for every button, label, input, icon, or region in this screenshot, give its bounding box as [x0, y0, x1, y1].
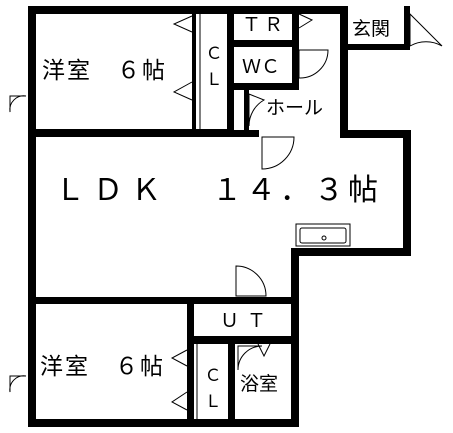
room-label-bedroom-bottom: 洋室 ６帖 [40, 354, 165, 380]
kitchen-faucet [321, 235, 327, 241]
room-label-ldk-name: ＬＤＫ [55, 173, 169, 208]
door-ldk-top [261, 136, 295, 170]
closet-bottom-door-mark-lower [171, 391, 188, 411]
room-label-bedroom-top: 洋室 ６帖 [42, 58, 167, 84]
room-label-wc: ＷＣ [242, 56, 281, 78]
outer-wall-right-ldk [403, 130, 411, 256]
wall-bedroom-bottom-right [187, 297, 194, 427]
closet-top-door-mark-lower [172, 81, 193, 101]
wall-ldk-top-middle [227, 130, 259, 137]
door-bath [237, 345, 263, 371]
kitchen-counter [295, 223, 351, 247]
outer-wall-genkan-left [340, 6, 348, 138]
door-bedroom-top [9, 95, 27, 113]
wall-closet-bath-divider [228, 344, 235, 427]
outer-wall-bottom [28, 419, 298, 427]
room-label-ut: ＵＴ [220, 310, 275, 332]
outer-wall-genkan-right [404, 6, 410, 50]
room-label-genkan: 玄関 [352, 18, 391, 40]
room-label-closet-bottom: ＣＬ [204, 366, 222, 412]
room-label-ldk-size: １４．３帖 [212, 173, 382, 208]
room-label-hall: ホール [266, 97, 324, 119]
door-genkan [409, 12, 443, 47]
wall-hall-left [244, 90, 249, 130]
wall-bedroom-closet-right [227, 6, 234, 137]
outer-wall-genkan-bottom [340, 44, 410, 50]
outer-wall-top [28, 6, 346, 14]
outer-wall-ldk-top-right [340, 130, 411, 138]
door-ldk-bottom [235, 265, 267, 297]
wall-wc-bottom [227, 83, 299, 90]
ut-door-mark [257, 343, 271, 358]
room-label-closet-top: ＣＬ [205, 44, 223, 90]
wall-tr-bottom [227, 40, 299, 47]
closet-bottom-door-mark-upper [170, 349, 188, 367]
room-label-bath: 浴室 [240, 373, 279, 395]
wall-closet-left [192, 6, 196, 137]
door-hall [248, 93, 266, 127]
tr-door-mark [298, 13, 314, 29]
wall-tr-right [292, 6, 299, 90]
wall-ut-bottom [187, 336, 298, 344]
door-bedroom-bottom [9, 375, 27, 393]
outer-wall-kitchen-bottom [291, 248, 411, 256]
room-label-tr: ＴＲ [242, 14, 287, 36]
door-wc [298, 49, 329, 79]
kitchen-sink [299, 227, 347, 244]
closet-top-door-mark-upper [172, 15, 193, 33]
